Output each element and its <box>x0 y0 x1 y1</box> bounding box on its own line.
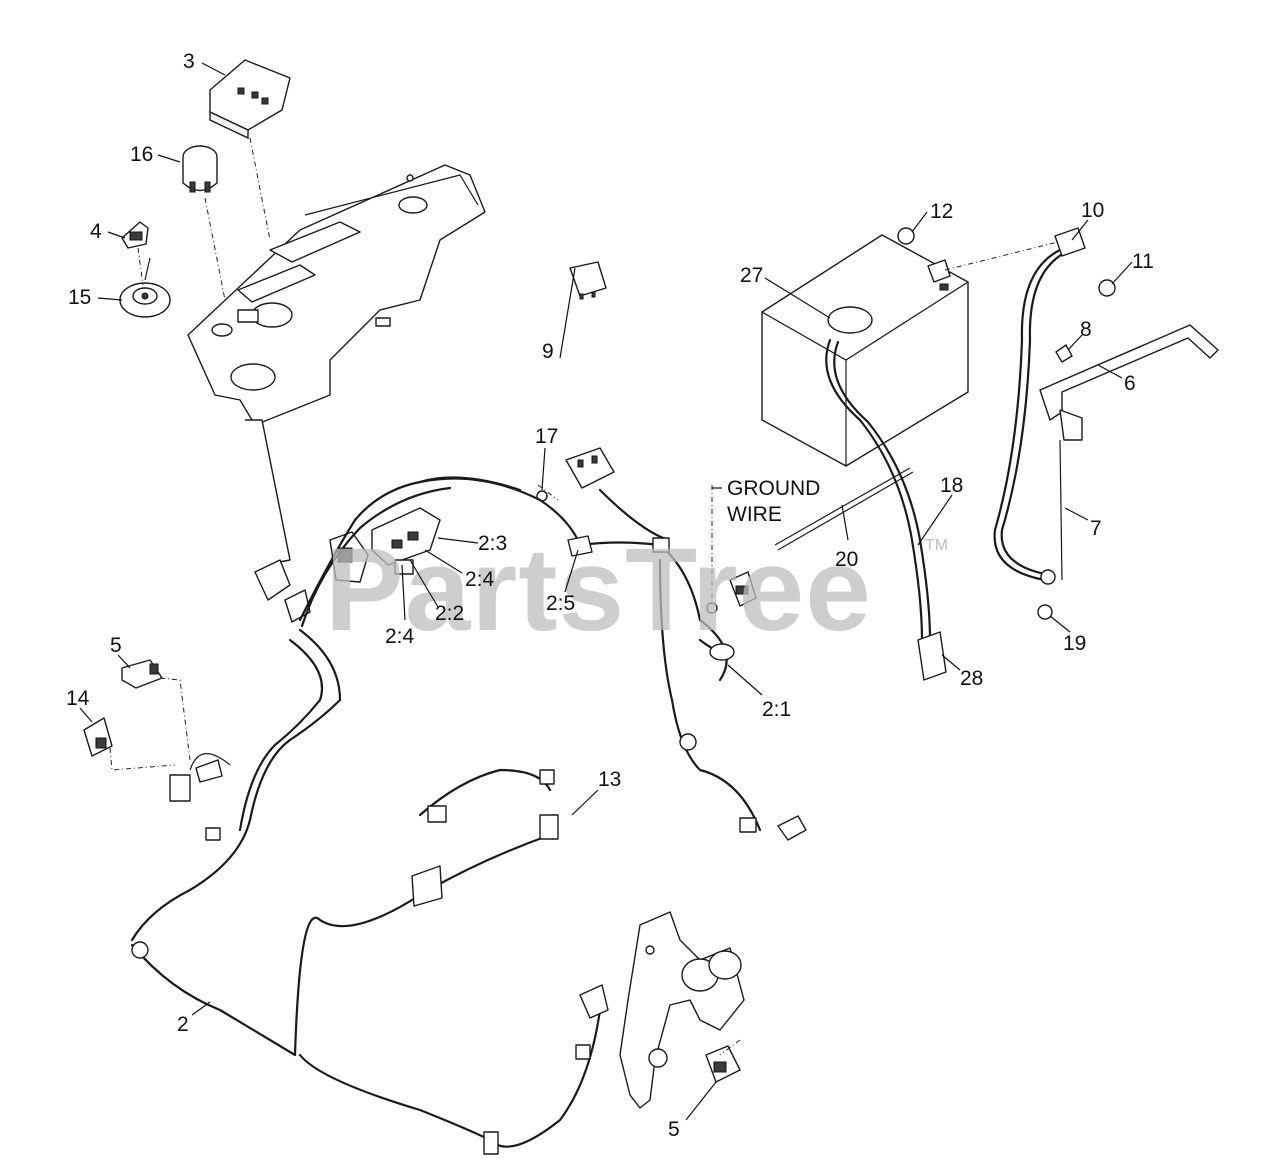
callout-2-5: 2:5 <box>546 592 575 615</box>
callout-5-lower: 5 <box>668 1118 680 1141</box>
leader-lines <box>79 62 1133 1121</box>
callout-2-2: 2:2 <box>435 602 464 625</box>
part-16-key-switch <box>182 145 218 193</box>
callout-2: 2 <box>177 1013 189 1036</box>
callout-17: 17 <box>535 425 558 448</box>
part-12-nut <box>897 227 915 245</box>
callout-18: 18 <box>940 474 963 497</box>
callout-ground-line2: WIRE <box>727 503 782 526</box>
callout-10: 10 <box>1081 199 1104 222</box>
part-14-switch <box>83 717 113 757</box>
callout-5-upper: 5 <box>110 634 122 657</box>
part-3-switch-module <box>209 59 291 140</box>
callout-7: 7 <box>1090 517 1102 540</box>
pedal-assembly <box>619 911 745 1109</box>
watermark-text: PartsTree <box>325 524 872 656</box>
callout-12: 12 <box>930 200 953 223</box>
part-11-bolt <box>1098 279 1116 297</box>
callout-8: 8 <box>1080 318 1092 341</box>
part-18-battery-cable <box>825 338 947 681</box>
callout-ground-line1: GROUND <box>727 477 820 500</box>
callout-6: 6 <box>1124 372 1136 395</box>
callout-28: 28 <box>960 667 983 690</box>
callout-2-4-b: 2:4 <box>385 625 415 648</box>
callout-14: 14 <box>66 687 90 710</box>
part-9-relay <box>569 261 607 300</box>
dash-panel <box>187 164 486 564</box>
part-7-negative-cable <box>993 227 1086 585</box>
callout-16: 16 <box>130 143 153 166</box>
harness-small-parts <box>131 535 807 1155</box>
callout-labels: 3 16 4 15 9 17 2:3 2:4 2:2 2:4 2:5 GROUN… <box>66 50 1154 1141</box>
watermark-trademark: TM <box>925 537 948 554</box>
battery <box>761 234 969 467</box>
main-harness <box>130 476 762 1148</box>
callout-2-4-a: 2:4 <box>465 568 495 591</box>
part-5-switch-lower <box>705 1045 741 1083</box>
part-6-bracket <box>1039 324 1219 581</box>
callout-4: 4 <box>90 220 102 243</box>
callout-13: 13 <box>598 768 621 791</box>
assembly-lines <box>109 137 1059 1056</box>
part-19-washer <box>1037 604 1053 620</box>
callout-9: 9 <box>542 340 554 363</box>
part-15-light <box>119 257 171 318</box>
callout-15: 15 <box>68 286 91 309</box>
callout-2-3: 2:3 <box>478 532 507 555</box>
fuse-block <box>565 447 615 489</box>
callout-20: 20 <box>835 548 858 571</box>
callout-27: 27 <box>740 264 763 287</box>
ground-wire-assembly <box>698 571 757 661</box>
callout-19: 19 <box>1063 632 1086 655</box>
callout-11: 11 <box>1132 250 1154 273</box>
callout-3: 3 <box>183 50 195 73</box>
parts-tree-watermark: PartsTree TM <box>325 524 948 656</box>
callout-2-1: 2:1 <box>762 698 791 721</box>
part-4-clip <box>121 221 149 249</box>
part-5-switch-upper <box>121 659 163 689</box>
